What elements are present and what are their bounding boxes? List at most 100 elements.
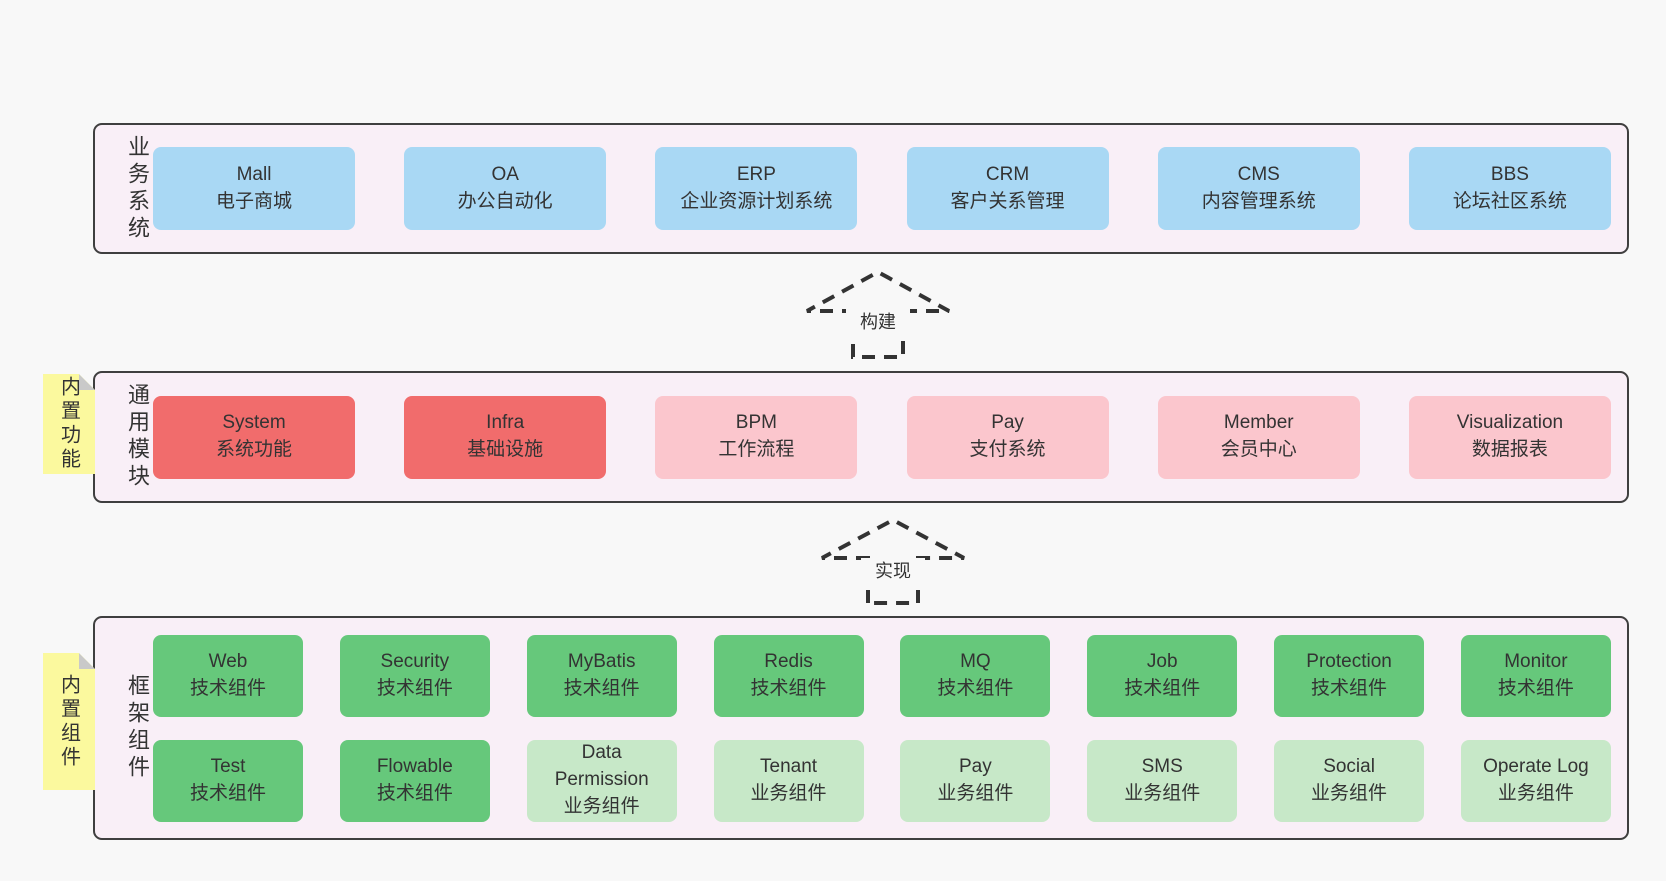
box-en-label: BPM (735, 412, 777, 434)
box-en-label: MQ (960, 650, 991, 672)
box-zh-label: 数据报表 (1471, 439, 1548, 460)
box-en-label: CMS (1237, 163, 1280, 185)
box-en-label: Pay (959, 755, 992, 777)
note-text: 内置功能 (57, 376, 80, 472)
box-en-label: Data Permission (554, 742, 649, 791)
box-job: Job 技术组件 (1087, 634, 1238, 717)
box-zh-label: 技术组件 (1311, 677, 1388, 699)
box-erp: ERP 企业资源计划系统 (655, 147, 858, 230)
box-en-label: Operate Log (1483, 755, 1589, 777)
box-zh-label: 会员中心 (1220, 439, 1297, 460)
framework-components-grid: Web 技术组件 Security 技术组件 MyBatis 技术组件 Redi… (153, 634, 1627, 822)
common-modules-row: System 系统功能 Infra 基础设施 BPM 工作流程 Pay 支付系统… (153, 395, 1627, 479)
framework-components-row-1: Web 技术组件 Security 技术组件 MyBatis 技术组件 Redi… (153, 634, 1611, 717)
box-zh-label: 系统功能 (215, 439, 292, 460)
box-en-label: Infra (486, 412, 525, 434)
box-infra: Infra 基础设施 (404, 395, 607, 479)
layer-framework-components: 框架组件 Web 技术组件 Security 技术组件 MyBatis 技术组件… (93, 616, 1629, 840)
box-sms: SMS 业务组件 (1087, 739, 1238, 822)
layer-business-systems: 业务系统 Mall 电子商城 OA 办公自动化 ERP 企业资源计划系统 CRM… (93, 123, 1629, 254)
box-en-label: Flowable (376, 755, 453, 777)
box-zh-label: 技术组件 (376, 677, 453, 699)
box-zh-label: 技术组件 (1124, 677, 1201, 699)
box-bbs: BBS 论坛社区系统 (1408, 147, 1611, 230)
box-social: Social 业务组件 (1274, 739, 1425, 822)
layer-common-modules-label: 通用模块 (125, 383, 150, 491)
box-zh-label: 业务组件 (937, 782, 1014, 804)
box-zh-label: 电子商城 (215, 190, 292, 212)
box-en-label: Pay (991, 412, 1024, 434)
box-zh-label: 业务组件 (563, 795, 640, 817)
box-security: Security 技术组件 (339, 634, 490, 717)
box-pay-component: Pay 业务组件 (900, 739, 1051, 822)
box-en-label: Social (1323, 755, 1375, 777)
box-pay-module: Pay 支付系统 (906, 395, 1109, 479)
box-en-label: Monitor (1504, 650, 1568, 672)
box-en-label: Visualization (1456, 412, 1564, 434)
box-en-label: Redis (764, 650, 813, 672)
layer-common-modules: 通用模块 System 系统功能 Infra 基础设施 BPM 工作流程 Pay… (93, 371, 1629, 503)
box-member: Member 会员中心 (1157, 395, 1360, 479)
box-web: Web 技术组件 (153, 634, 303, 717)
box-en-label: Job (1146, 650, 1178, 672)
box-en-label: OA (491, 163, 519, 185)
box-data-permission: Data Permission 业务组件 (526, 739, 677, 822)
box-zh-label: 业务组件 (750, 782, 827, 804)
framework-components-row-2: Test 技术组件 Flowable 技术组件 Data Permission … (153, 739, 1611, 822)
note-text: 内置组件 (57, 673, 80, 770)
box-en-label: Test (210, 755, 246, 777)
box-en-label: Member (1223, 412, 1294, 434)
box-en-label: Web (208, 650, 248, 672)
box-oa: OA 办公自动化 (404, 147, 607, 230)
box-zh-label: 技术组件 (1497, 677, 1574, 699)
box-en-label: BBS (1490, 163, 1529, 185)
box-zh-label: 技术组件 (376, 782, 453, 804)
box-zh-label: 技术组件 (937, 677, 1014, 699)
box-zh-label: 办公自动化 (457, 190, 553, 212)
note-built-in-components: 内置组件 (43, 653, 95, 790)
box-protection: Protection 技术组件 (1274, 634, 1425, 717)
up-arrow-implement-icon (821, 517, 965, 605)
box-operate-log: Operate Log 业务组件 (1460, 739, 1611, 822)
box-en-label: Security (380, 650, 450, 672)
box-cms: CMS 内容管理系统 (1157, 147, 1360, 230)
box-en-label: ERP (736, 163, 776, 185)
box-zh-label: 技术组件 (189, 782, 266, 804)
box-crm: CRM 客户关系管理 (906, 147, 1109, 230)
box-mq: MQ 技术组件 (900, 634, 1051, 717)
box-zh-label: 企业资源计划系统 (680, 190, 833, 212)
box-monitor: Monitor 技术组件 (1460, 634, 1611, 717)
box-mall: Mall 电子商城 (153, 147, 355, 230)
box-en-label: System (222, 412, 286, 434)
box-zh-label: 客户关系管理 (950, 190, 1065, 212)
box-zh-label: 技术组件 (750, 677, 827, 699)
box-redis: Redis 技术组件 (713, 634, 864, 717)
box-zh-label: 技术组件 (563, 677, 640, 699)
box-zh-label: 业务组件 (1311, 782, 1388, 804)
up-arrow-build-icon (806, 269, 950, 359)
business-systems-row: Mall 电子商城 OA 办公自动化 ERP 企业资源计划系统 CRM 客户关系… (153, 147, 1627, 230)
box-zh-label: 业务组件 (1497, 782, 1574, 804)
box-tenant: Tenant 业务组件 (713, 739, 864, 822)
box-visualization: Visualization 数据报表 (1408, 395, 1611, 479)
box-bpm: BPM 工作流程 (655, 395, 858, 479)
box-en-label: CRM (985, 163, 1030, 185)
box-test: Test 技术组件 (153, 739, 303, 822)
box-system: System 系统功能 (153, 395, 355, 479)
box-en-label: MyBatis (567, 650, 636, 672)
arrow-implement-label: 实现 (861, 558, 925, 584)
box-flowable: Flowable 技术组件 (339, 739, 490, 822)
layer-framework-components-label: 框架组件 (125, 674, 150, 782)
note-built-in-features: 内置功能 (43, 374, 95, 474)
arrow-build-label: 构建 (846, 309, 910, 335)
box-zh-label: 工作流程 (718, 439, 795, 460)
box-zh-label: 内容管理系统 (1201, 190, 1316, 212)
box-en-label: SMS (1141, 755, 1183, 777)
box-zh-label: 技术组件 (189, 677, 266, 699)
box-zh-label: 基础设施 (467, 439, 544, 460)
box-zh-label: 业务组件 (1124, 782, 1201, 804)
box-en-label: Protection (1306, 650, 1392, 672)
box-zh-label: 支付系统 (969, 439, 1046, 460)
box-zh-label: 论坛社区系统 (1452, 190, 1567, 212)
